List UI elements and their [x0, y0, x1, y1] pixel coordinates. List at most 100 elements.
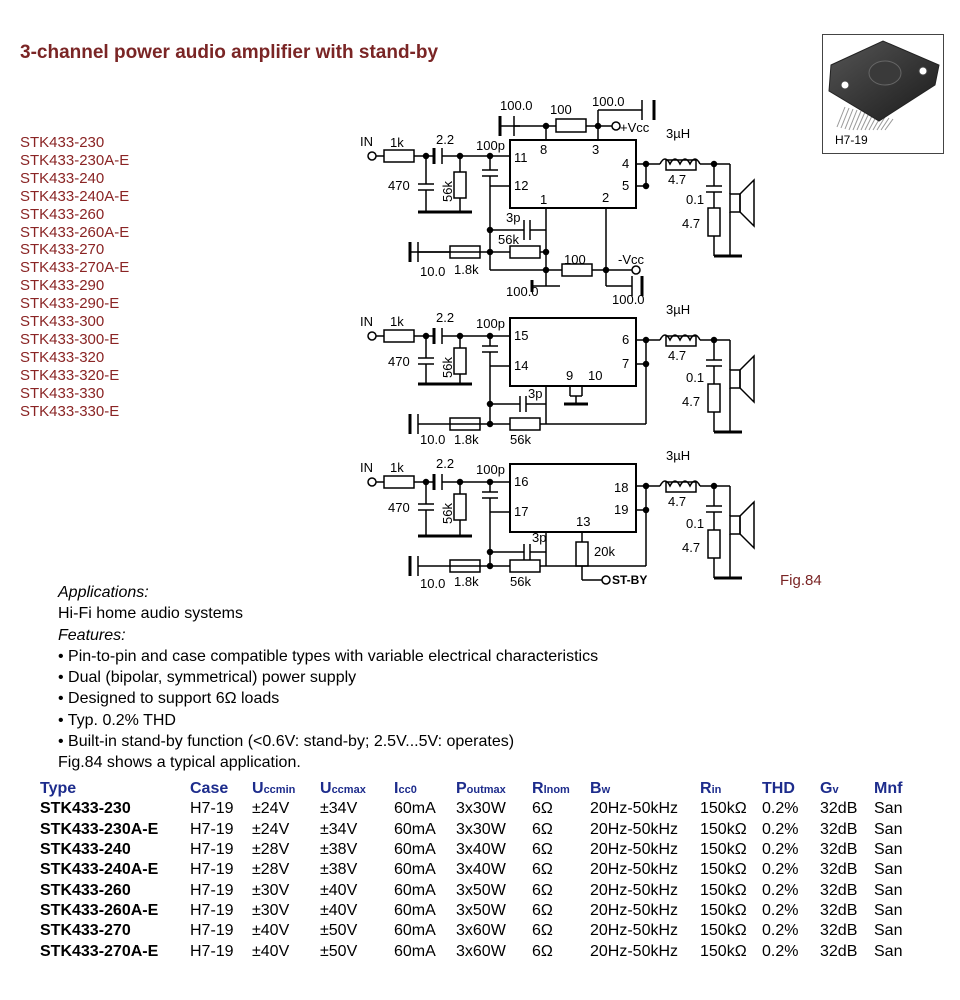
table-cell: 0.2% — [762, 820, 799, 838]
pin-1-12: 12 — [514, 178, 528, 193]
pin-3-19: 19 — [614, 502, 628, 517]
table-cell: ±28V — [252, 861, 290, 879]
table-cell: STK433-240 — [40, 841, 131, 859]
table-cell: 32dB — [820, 922, 858, 940]
header-main: U — [320, 780, 332, 798]
label-c3p-2: 3p — [528, 386, 542, 401]
label-c22-2: 2.2 — [436, 310, 454, 325]
table-header-cell: Rlnom — [532, 779, 590, 799]
table-cell: 150kΩ — [700, 861, 747, 879]
pin-2-7: 7 — [622, 356, 629, 371]
table-cell: 6Ω — [532, 881, 553, 899]
label-r47-out-1: 4.7 — [668, 172, 686, 187]
table-cell: 3x40W — [456, 861, 506, 879]
label-r47-zob-2: 4.7 — [682, 394, 700, 409]
label-c3p-3: 3p — [532, 530, 546, 545]
table-cell: ±34V — [320, 800, 358, 818]
pin-3-16: 16 — [514, 474, 528, 489]
model-item: STK433-230 — [20, 134, 105, 151]
table-cell: 0.2% — [762, 861, 799, 879]
label-r47-out-3: 4.7 — [668, 494, 686, 509]
table-header-cell: Uccmax — [320, 779, 394, 799]
table-cell: H7-19 — [190, 800, 234, 818]
table-cell: 20Hz-50kHz — [590, 942, 679, 960]
label-r18k-3: 1.8k — [454, 574, 479, 589]
label-in-1: IN — [360, 134, 373, 149]
table-cell: 150kΩ — [700, 800, 747, 818]
label-r100-bot-1: 100 — [564, 252, 586, 267]
label-c01-1: 0.1 — [686, 192, 704, 207]
table-cell: 60mA — [394, 820, 436, 838]
table-cell: ±24V — [252, 820, 290, 838]
header-main: P — [456, 780, 467, 798]
pin-1-1: 1 — [540, 192, 547, 207]
table-cell: 3x30W — [456, 800, 506, 818]
table-header-cell: Rin — [700, 779, 762, 799]
label-r1k-2: 1k — [390, 314, 404, 329]
model-item: STK433-330 — [20, 384, 105, 402]
table-cell: STK433-240A-E — [40, 861, 159, 879]
table-cell: 0.2% — [762, 942, 799, 960]
label-c100p-1: 100p — [476, 138, 505, 153]
header-main: Case — [190, 780, 229, 798]
table-header-cell: Mnf — [874, 779, 914, 799]
header-sub: ccmax — [331, 784, 366, 797]
label-r56k-2: 56k — [440, 357, 455, 378]
header-main: R — [700, 780, 712, 798]
table-cell: 6Ω — [532, 841, 553, 859]
label-r470-2: 470 — [388, 354, 410, 369]
applications-text: Hi-Fi home audio systems — [58, 605, 243, 623]
pin-1-11: 11 — [514, 150, 528, 165]
model-item: STK433-290 — [20, 277, 105, 295]
table-cell: 6Ω — [532, 800, 553, 818]
label-c01-3: 0.1 — [686, 516, 704, 531]
table-cell: ±28V — [252, 841, 290, 859]
figure-note: Fig.84 shows a typical application. — [58, 754, 301, 772]
label-l3uh-1: 3µH — [666, 126, 690, 141]
table-cell: San — [874, 901, 903, 919]
header-main: G — [820, 780, 833, 798]
table-cell: H7-19 — [190, 820, 234, 838]
pin-1-4: 4 — [622, 156, 629, 171]
table-cell: ±38V — [320, 841, 358, 859]
header-sub: in — [711, 784, 722, 797]
header-sub: ccmin — [263, 784, 296, 797]
table-cell: San — [874, 800, 903, 818]
label-c10-2: 10.0 — [420, 432, 445, 447]
table-cell: San — [874, 841, 903, 859]
table-header-cell: THD — [762, 779, 820, 799]
header-main: Type — [40, 780, 77, 798]
header-sub: v — [832, 784, 839, 797]
table-cell: ±38V — [320, 861, 358, 879]
label-r470-3: 470 — [388, 500, 410, 515]
label-r56k-fb-2: 56k — [510, 432, 531, 447]
table-cell: 3x30W — [456, 820, 506, 838]
pin-1-2: 2 — [602, 190, 609, 205]
page-title: 3-channel power audio amplifier with sta… — [20, 42, 439, 63]
model-item: STK433-260A-E — [20, 223, 130, 241]
label-in-2: IN — [360, 314, 373, 329]
table-cell: ±50V — [320, 922, 358, 940]
label-c100-bot-1: 100.0 — [506, 284, 539, 299]
label-r47-out-2: 4.7 — [668, 348, 686, 363]
table-cell: 6Ω — [532, 820, 553, 838]
table-cell: H7-19 — [190, 861, 234, 879]
label-stby: ST-BY — [612, 573, 647, 587]
table-header-cell: Gv — [820, 779, 874, 799]
label-r1k-1: 1k — [390, 135, 404, 150]
table-cell: 150kΩ — [700, 820, 747, 838]
table-cell: 60mA — [394, 861, 436, 879]
package-image: H7-19 — [822, 34, 944, 154]
label-r56k-fb-3: 56k — [510, 574, 531, 589]
table-cell: 60mA — [394, 942, 436, 960]
table-cell: ±40V — [252, 922, 290, 940]
table-cell: 3x60W — [456, 942, 506, 960]
table-cell: ±30V — [252, 881, 290, 899]
header-main: I — [394, 780, 399, 798]
feature-item: • Pin-to-pin and case compatible types w… — [58, 647, 599, 665]
